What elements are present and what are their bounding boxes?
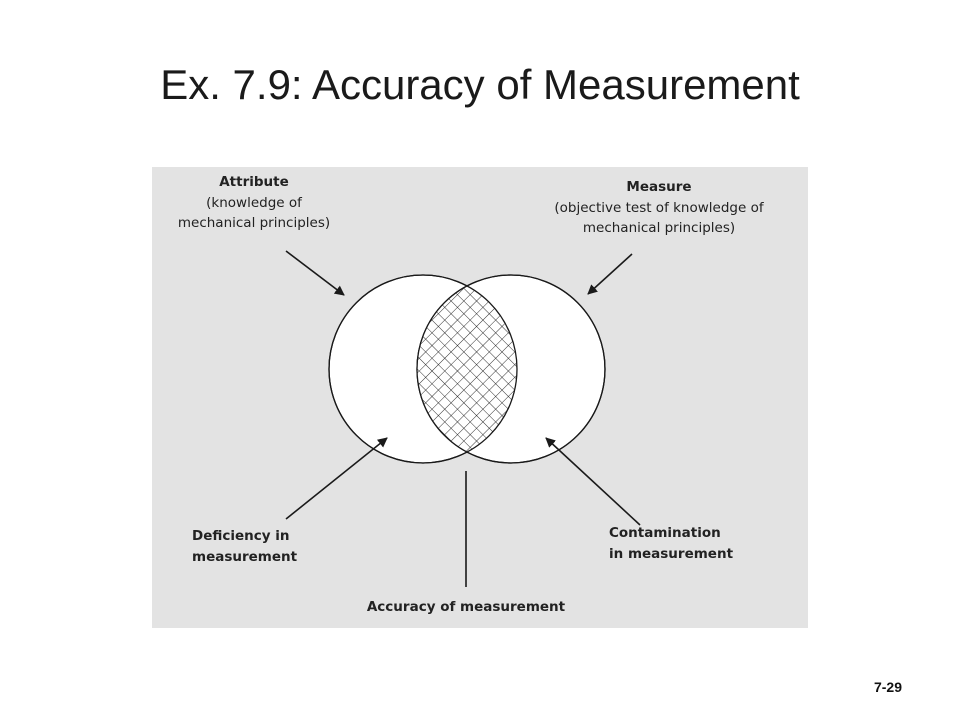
measure-label: Measure (objective test of knowledge of …	[554, 179, 764, 236]
contamination-line-1: Contamination	[609, 525, 721, 541]
attribute-desc-line-1: (knowledge of	[206, 195, 303, 211]
page-number: 7-29	[873, 679, 902, 695]
deficiency-line-2: measurement	[192, 549, 298, 565]
deficiency-line-1: Deficiency in	[192, 528, 290, 544]
measure-arrow	[587, 253, 633, 295]
accuracy-intersection	[417, 275, 517, 463]
attribute-label: Attribute (knowledge of mechanical princ…	[178, 174, 330, 231]
measure-title: Measure	[626, 179, 691, 195]
contamination-arrow	[545, 437, 641, 526]
attribute-title: Attribute	[219, 174, 289, 190]
measure-desc-line-2: mechanical principles)	[583, 220, 735, 236]
attribute-desc-line-2: mechanical principles)	[178, 215, 330, 231]
deficiency-label: Deficiency in measurement	[192, 528, 298, 565]
accuracy-label: Accuracy of measurement	[367, 599, 566, 615]
attribute-circle-outline	[328, 274, 518, 464]
slide-title: Ex. 7.9: Accuracy of Measurement	[160, 61, 800, 108]
contamination-line-2: in measurement	[609, 546, 734, 562]
venn-diagram-figure: Attribute (knowledge of mechanical princ…	[152, 167, 808, 628]
deficiency-arrow	[285, 437, 388, 520]
attribute-arrow	[285, 250, 345, 296]
measure-circle-outline	[416, 274, 606, 464]
contamination-label: Contamination in measurement	[609, 525, 734, 562]
venn-diagram-svg: Attribute (knowledge of mechanical princ…	[152, 167, 808, 628]
measure-desc-line-1: (objective test of knowledge of	[554, 200, 764, 216]
